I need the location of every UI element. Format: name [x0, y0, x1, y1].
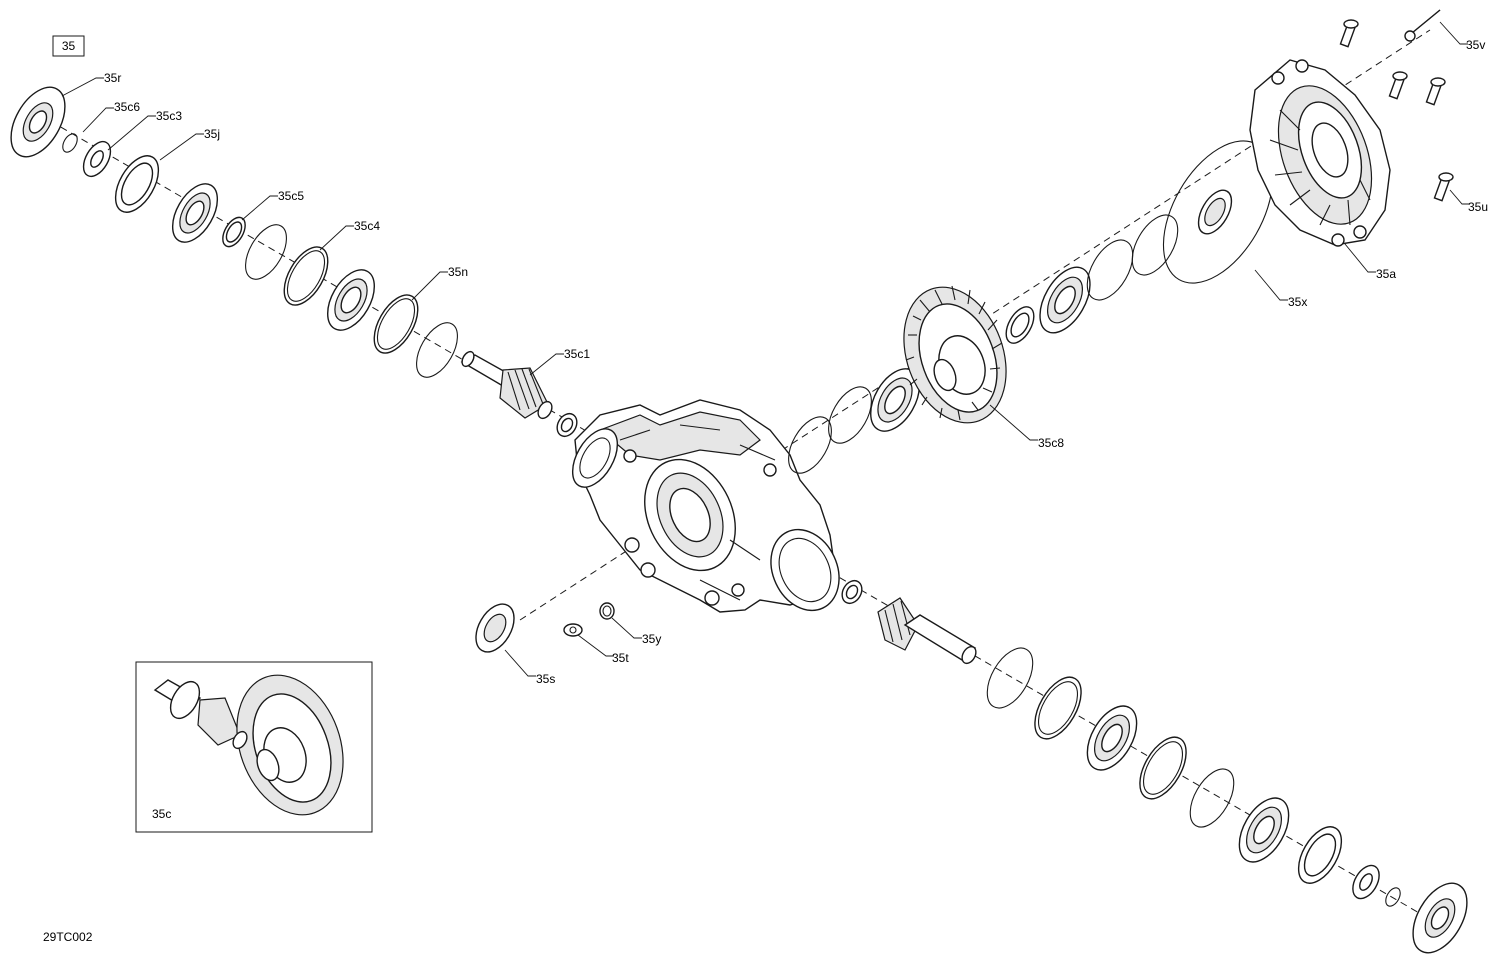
callout-35c5: 35c5	[278, 189, 304, 203]
o-ring-lower	[1385, 887, 1401, 907]
callout-35c8: 35c8	[1038, 436, 1064, 450]
roller-bearing-right	[1039, 266, 1091, 334]
roller-bearing-lower	[1086, 705, 1138, 771]
shim-ring-right-1	[1086, 239, 1134, 301]
oil-seal-35r	[10, 86, 66, 158]
gearbox-housing	[571, 399, 840, 613]
pinion-gear-lower	[877, 597, 977, 665]
inset-label: 35c	[152, 807, 171, 821]
shim-ring-center-2	[828, 386, 872, 444]
drain-plug-35t	[563, 623, 583, 637]
nut-35c3	[82, 140, 112, 178]
roller-bearing-left	[326, 269, 376, 331]
callout-35y: 35y	[642, 632, 661, 646]
callout-35x: 35x	[1288, 295, 1307, 309]
shim-ring-lower-4	[1189, 768, 1235, 828]
nut-lower	[1352, 864, 1380, 900]
needle-bearing-upper	[556, 412, 578, 438]
callout-35a: 35a	[1376, 267, 1396, 281]
oil-seal-lower	[1412, 882, 1468, 954]
figure-number: 35	[62, 39, 76, 53]
o-ring-35c6	[62, 133, 78, 153]
pinion-gear-35c1	[460, 350, 553, 420]
bolt-35v	[1404, 9, 1441, 42]
leader-lines	[61, 21, 1470, 677]
bolt-35u	[1433, 172, 1454, 202]
bearing-cup-lower	[1297, 826, 1343, 884]
bolt-top	[1339, 19, 1359, 48]
callout-35j: 35j	[204, 127, 220, 141]
inset-gear-assembly	[153, 674, 344, 816]
tapered-bearing-lower	[1238, 797, 1290, 863]
callout-35c6: 35c6	[114, 100, 140, 114]
spacer-35c5	[222, 216, 246, 248]
shim-ring-lower-3	[1139, 736, 1187, 800]
callout-35r: 35r	[104, 71, 121, 85]
shim-ring-lower-2	[1034, 676, 1082, 740]
shim-ring-right-2	[1131, 214, 1179, 276]
callout-35u: 35u	[1468, 200, 1488, 214]
bolt-mid-1	[1388, 71, 1408, 100]
shim-ring-35n	[373, 294, 419, 354]
housing-cover-35a	[1249, 59, 1391, 247]
washer-35y	[599, 602, 615, 620]
tapered-bearing	[171, 183, 219, 243]
shim-ring-lower-1	[986, 647, 1034, 709]
callout-35n: 35n	[448, 265, 468, 279]
bearing-cup-35j	[114, 155, 160, 213]
needle-bearing-lower	[841, 579, 863, 605]
callout-35c1: 35c1	[564, 347, 590, 361]
callout-35c4: 35c4	[354, 219, 380, 233]
callout-35v: 35v	[1466, 38, 1485, 52]
figure-number-box: 35	[52, 35, 85, 57]
callout-35c3: 35c3	[156, 109, 182, 123]
callout-35s: 35s	[536, 672, 555, 686]
shim-ring-2	[416, 322, 458, 378]
oil-seal-35s	[475, 603, 515, 653]
figure-code: 29TC002	[43, 930, 93, 944]
ring-gear-35c8	[903, 285, 1007, 424]
inset-box-35c: 35c	[135, 661, 373, 833]
seal-right	[1197, 189, 1233, 235]
callout-35t: 35t	[612, 651, 629, 665]
roller-bearing-center	[870, 368, 920, 432]
callout-labels: 35r 35c6 35c3 35j 35c5 35c4 35n 35c1 35v…	[104, 38, 1488, 686]
shim-ring-1	[245, 224, 287, 280]
spacer-right	[1005, 306, 1035, 344]
bolt-mid-2	[1425, 77, 1446, 106]
shim-ring-center-1	[788, 416, 832, 474]
